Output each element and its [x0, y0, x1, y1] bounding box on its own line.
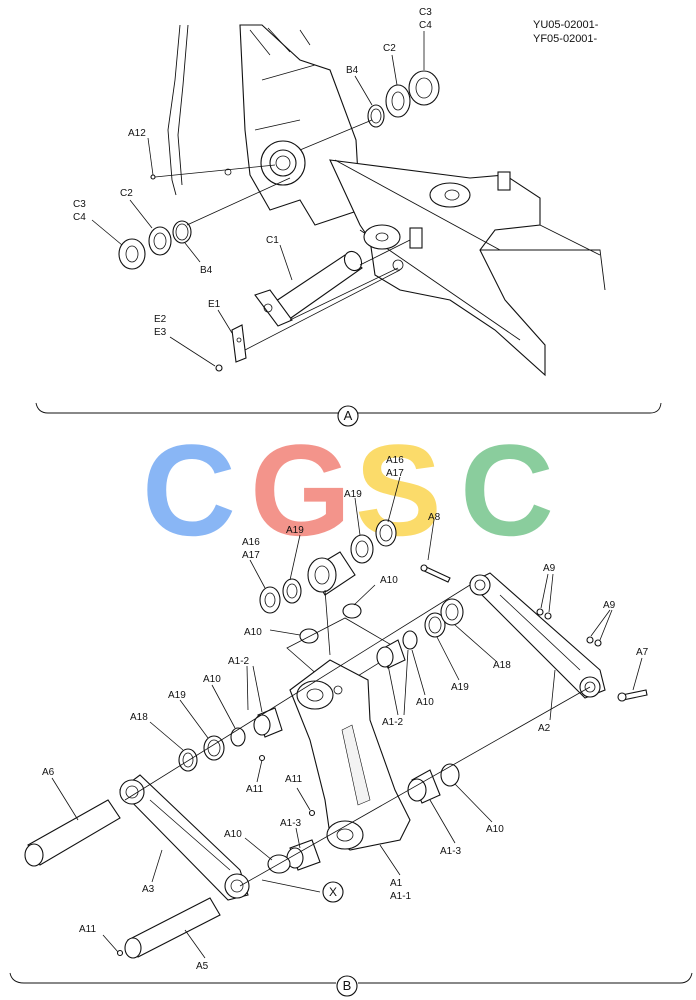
label-b-a19-mid: A19 [286, 525, 304, 536]
section-a-drawing [91, 24, 606, 377]
label-b-a3: A3 [142, 884, 155, 895]
label-b-a6: A6 [42, 767, 55, 778]
label-b-a19-right: A19 [451, 682, 469, 693]
label-b-a8: A8 [428, 512, 441, 523]
watermark-letter-c2: C [460, 417, 554, 563]
label-a-e2: E2 [154, 314, 167, 325]
label-b-a1-3-right: A1-3 [440, 846, 462, 857]
label-a-c1: C1 [266, 235, 279, 246]
serial-number-1: YU05-02001- [533, 19, 599, 31]
label-a-c3-right: C3 [419, 7, 432, 18]
label-a-c3-left: C3 [73, 199, 86, 210]
section-a-brace [35, 402, 662, 414]
section-b-labels: A16 A17 A19 A19 A16 A17 A8 A10 A10 A9 A9… [42, 455, 649, 972]
label-b-a10-bottom: A10 [224, 829, 242, 840]
section-b-marker [336, 975, 358, 997]
label-b-a11-mid: A11 [246, 784, 263, 795]
label-b-a19-top: A19 [344, 489, 362, 500]
detail-x-marker-text: X [329, 885, 337, 899]
section-b-marker-text: B [343, 978, 352, 993]
label-b-a1-2-left: A1-2 [228, 656, 250, 667]
label-a-b4-right: B4 [346, 65, 359, 76]
serial-number-2: YF05-02001- [533, 33, 598, 45]
label-b-a10-right: A10 [416, 697, 434, 708]
section-a-marker [337, 405, 359, 427]
label-b-a1-2-right: A1-2 [382, 717, 404, 728]
label-b-a16-top: A16 [386, 455, 404, 466]
label-b-a10-bottom-right: A10 [486, 824, 504, 835]
label-a-c2-right: C2 [383, 43, 396, 54]
detail-x-marker [322, 881, 344, 903]
label-b-a16-left: A16 [242, 537, 260, 548]
label-a-c4-left: C4 [73, 212, 86, 223]
label-b-a5: A5 [196, 961, 209, 972]
label-b-a10-top: A10 [380, 575, 398, 586]
label-b-a1: A1 [390, 878, 403, 889]
section-b-brace [9, 972, 693, 984]
label-b-a9-right: A9 [603, 600, 616, 611]
section-b-drawing [24, 476, 648, 959]
label-a-e1: E1 [208, 299, 221, 310]
label-b-a18-right: A18 [493, 660, 511, 671]
label-b-a1-1: A1-1 [390, 891, 412, 902]
label-b-a9-left: A9 [543, 563, 556, 574]
label-b-a10-mid: A10 [244, 627, 262, 638]
label-a-e3: E3 [154, 327, 167, 338]
watermark-letter-g: G [250, 417, 351, 563]
section-a-labels: C3 C4 C2 B4 A12 C3 C4 C2 B4 C1 E1 E2 E3 [73, 7, 432, 338]
label-a-c2-left: C2 [120, 188, 133, 199]
label-b-a17-left: A17 [242, 550, 260, 561]
label-b-a19-left: A19 [168, 690, 186, 701]
label-b-a17-top: A17 [386, 468, 404, 479]
label-a-c4-right: C4 [419, 20, 432, 31]
section-a-marker-text: A [344, 408, 353, 423]
label-b-a11-right: A11 [285, 774, 302, 785]
label-b-a1-3-left: A1-3 [280, 818, 302, 829]
label-a-b4-left: B4 [200, 265, 213, 276]
label-b-a18-left: A18 [130, 712, 148, 723]
label-b-a7: A7 [636, 647, 649, 658]
label-b-a10-left: A10 [203, 674, 221, 685]
label-b-a2: A2 [538, 723, 551, 734]
watermark-letter-c1: C [142, 417, 236, 563]
label-b-a11-bottom: A11 [79, 924, 96, 935]
watermark: C G S C [142, 417, 554, 563]
label-a-a12: A12 [128, 128, 146, 139]
